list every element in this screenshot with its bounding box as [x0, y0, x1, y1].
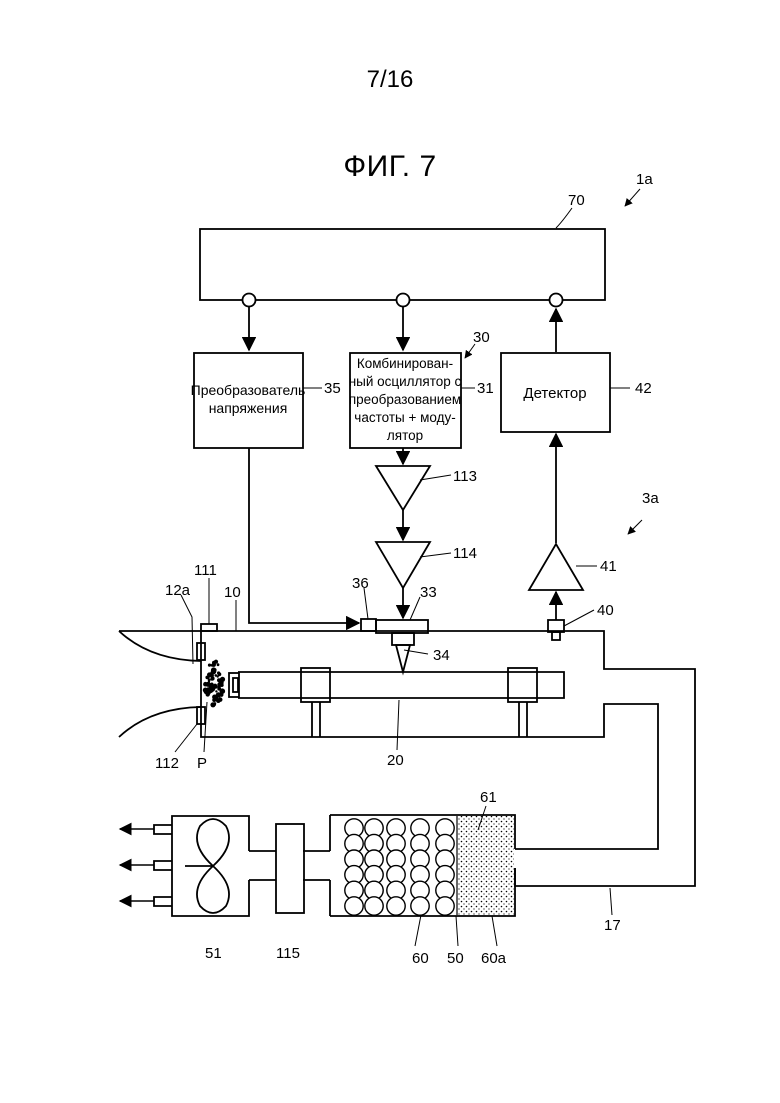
label-70: 70	[568, 192, 585, 209]
label-33: 33	[420, 584, 437, 601]
label-113: 113	[453, 468, 477, 485]
label-114: 114	[453, 545, 477, 562]
rod-20	[238, 672, 564, 698]
oscillator-line-1: Комбинирован-	[357, 356, 453, 371]
voltage-converter-line-1: Преобразователь	[191, 382, 306, 398]
label-41: 41	[600, 558, 617, 575]
label-3a: 3a	[642, 490, 659, 507]
label-34: 34	[433, 647, 450, 664]
label-17: 17	[604, 917, 621, 934]
label-40: 40	[597, 602, 614, 619]
oscillator-line-2: ный осциллятор с	[349, 374, 462, 389]
label-12a: 12a	[165, 582, 191, 599]
adsorbent-60	[345, 819, 454, 915]
label-1a: 1a	[636, 171, 653, 188]
label-111: 111	[194, 562, 217, 579]
label-51: 51	[205, 945, 222, 962]
label-60: 60	[412, 950, 429, 967]
label-50: 50	[447, 950, 464, 967]
label-36: 36	[352, 575, 369, 592]
label-31: 31	[477, 380, 494, 397]
label-60a: 60a	[481, 950, 507, 967]
controller-port-mid	[397, 294, 410, 307]
converter-line	[249, 448, 359, 623]
controller-port-left	[243, 294, 256, 307]
voltage-converter-line-2: напряжения	[209, 400, 288, 416]
label-30: 30	[473, 329, 490, 346]
voltage-converter-label: Преобразователь напряжения	[191, 382, 306, 416]
label-112: 112	[155, 755, 179, 772]
amplifier-41	[529, 544, 583, 590]
detector-label: Детектор	[523, 385, 586, 402]
oscillator-label: Комбинирован- ный осциллятор с преобразо…	[349, 356, 462, 443]
particles-p	[203, 660, 225, 708]
label-p: P	[197, 755, 207, 772]
label-61: 61	[480, 789, 497, 806]
controller-box	[200, 229, 605, 300]
label-115: 115	[276, 945, 300, 962]
oscillator-line-4: частоты + моду-	[354, 410, 455, 425]
oscillator-line-3: преобразованием	[349, 392, 461, 407]
label-20: 20	[387, 752, 404, 769]
label-42: 42	[635, 380, 652, 397]
amplifier-114	[376, 542, 430, 588]
label-10: 10	[224, 584, 241, 601]
label-35: 35	[324, 380, 341, 397]
element-36	[361, 619, 376, 631]
element-115	[276, 824, 304, 913]
amplifier-113	[376, 466, 430, 510]
oscillator-line-5: лятор	[387, 428, 423, 443]
controller-port-right	[550, 294, 563, 307]
